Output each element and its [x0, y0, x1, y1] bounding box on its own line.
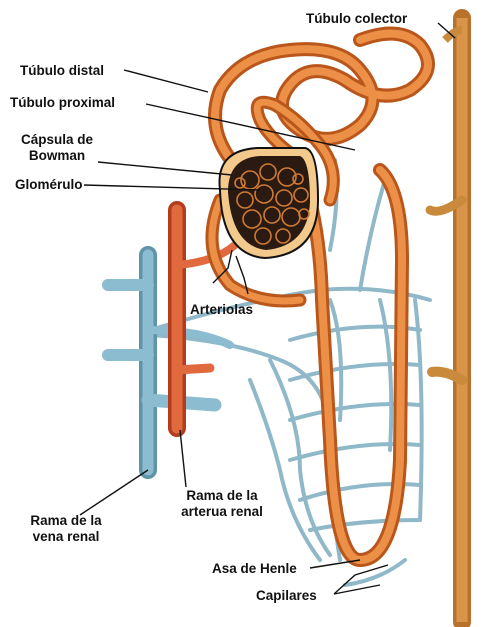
label-capilares: Capilares	[256, 588, 317, 604]
label-capsula-line2: Bowman	[14, 148, 100, 164]
label-rama-arteria-line2: arterua renal	[170, 504, 274, 520]
label-capsula-line1: Cápsula de	[14, 132, 100, 148]
label-asa-de-henle: Asa de Henle	[212, 561, 297, 577]
label-tubulo-colector: Túbulo colector	[306, 11, 407, 27]
label-rama-vena-line1: Rama de la	[18, 513, 114, 529]
label-rama-arteria-line1: Rama de la	[170, 488, 274, 504]
collecting-duct	[430, 18, 462, 622]
label-arteriolas: Arteriolas	[190, 302, 253, 318]
label-tubulo-proximal: Túbulo proximal	[10, 95, 115, 111]
label-tubulo-distal: Túbulo distal	[20, 63, 104, 79]
label-rama-vena-line2: vena renal	[18, 529, 114, 545]
label-glomerulo: Glomérulo	[15, 177, 83, 193]
